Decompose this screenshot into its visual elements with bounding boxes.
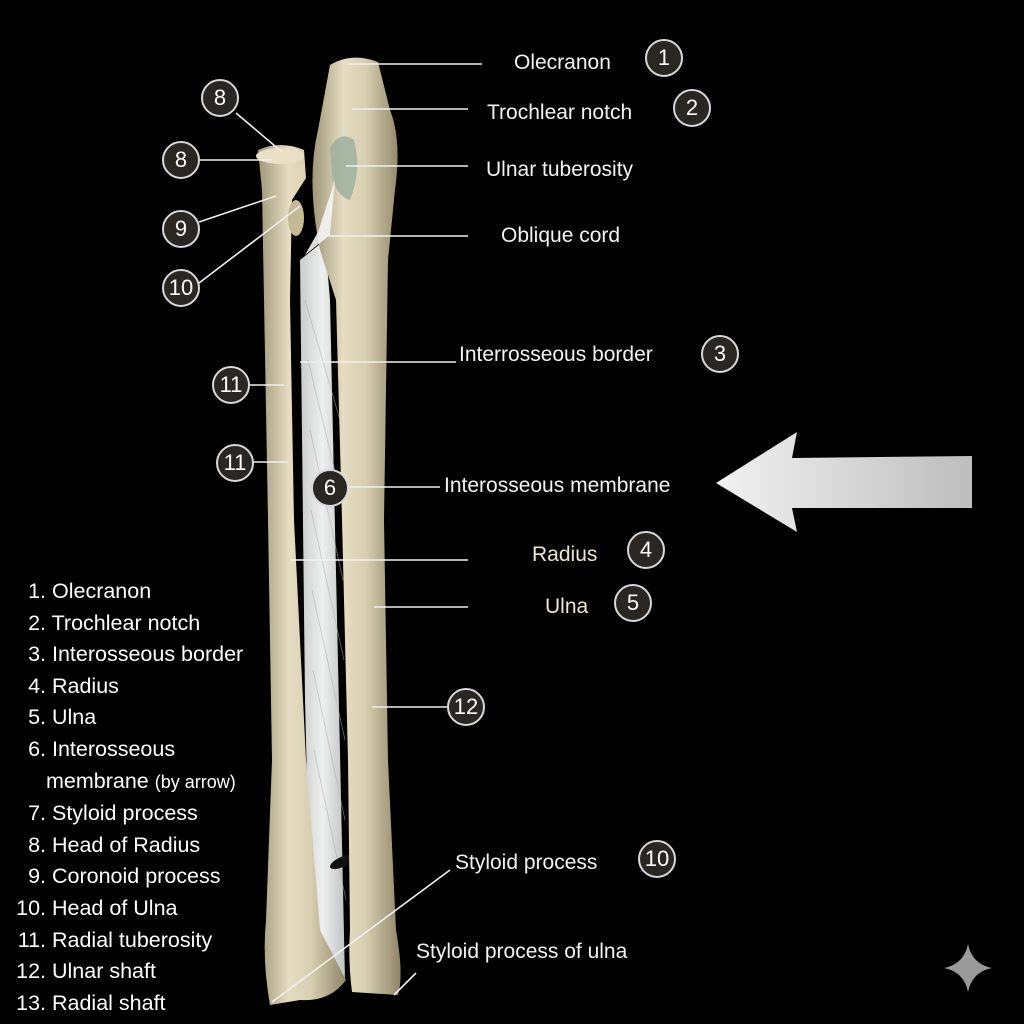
legend-item: 10. Head of Ulna xyxy=(16,895,178,920)
badge-radial-tuberosity-upper: 11 xyxy=(212,366,250,404)
left-pointing-arrow-icon xyxy=(716,432,972,532)
badge-coronoid-process: 9 xyxy=(162,210,200,248)
label-trochlear-notch: Trochlear notch xyxy=(487,101,633,124)
label-ulna: Ulna xyxy=(545,595,589,618)
legend-item-continuation: membrane (by arrow) xyxy=(46,768,236,793)
legend-item: 13. Radial shaft xyxy=(16,990,166,1015)
badge-radial-tuberosity-lower: 11 xyxy=(216,444,254,482)
badge-interosseous-membrane: 6 xyxy=(311,469,349,507)
legend-item: 9. Coronoid process xyxy=(28,864,221,889)
legend-item: 8. Head of Radius xyxy=(28,832,201,857)
legend-item: 1. Olecranon xyxy=(28,579,152,603)
legend-item: 5. Ulna xyxy=(28,705,97,730)
badge-interosseous-border: 3 xyxy=(701,335,739,373)
label-styloid-process-ulna: Styloid process of ulna xyxy=(416,940,628,963)
badge-ulna: 5 xyxy=(614,584,652,622)
radius-bone xyxy=(258,145,346,1005)
legend-item: 6. Interosseous xyxy=(28,736,176,761)
legend-list: 1. Olecranon 2. Trochlear notch 3. Inter… xyxy=(10,576,280,1019)
label-interosseous-membrane: Interosseous membrane xyxy=(444,474,671,497)
badge-head-of-radius: 8 xyxy=(162,141,200,179)
badge-head-of-radius-upper: 8 xyxy=(201,79,239,117)
ulnar-tuberosity-shape xyxy=(330,136,358,200)
membrane-opening xyxy=(330,854,354,870)
legend-item: 4. Radius xyxy=(28,673,119,698)
label-styloid-process: Styloid process xyxy=(455,851,598,874)
legend-item: 11. Radial tuberosity xyxy=(17,927,213,952)
label-ulnar-tuberosity: Ulnar tuberosity xyxy=(486,158,634,181)
label-oblique-cord: Oblique cord xyxy=(501,224,621,247)
label-interosseous-border: Interrosseous border xyxy=(459,343,653,366)
label-olecranon: Olecranon xyxy=(514,51,611,74)
label-radius: Radius xyxy=(532,543,598,566)
badge-head-of-ulna: 10 xyxy=(162,269,200,307)
leader-lines xyxy=(198,63,482,1003)
legend-item: 2. Trochlear notch xyxy=(28,610,201,635)
badge-styloid-process: 10 xyxy=(638,840,676,878)
interosseous-membrane-shape xyxy=(300,240,345,985)
legend-item: 3. Interosseous border xyxy=(28,642,244,667)
badge-trochlear-notch: 2 xyxy=(673,89,711,127)
legend-item: 7. Styloid process xyxy=(28,801,198,826)
legend-item: 12. Ulnar shaft xyxy=(16,959,156,984)
badge-ulnar-shaft: 12 xyxy=(447,688,485,726)
sparkle-icon xyxy=(944,944,992,992)
badge-olecranon: 1 xyxy=(645,39,683,77)
badge-radius: 4 xyxy=(627,531,665,569)
ulna-bone xyxy=(312,57,401,996)
radial-tuberosity-shape xyxy=(288,200,304,236)
